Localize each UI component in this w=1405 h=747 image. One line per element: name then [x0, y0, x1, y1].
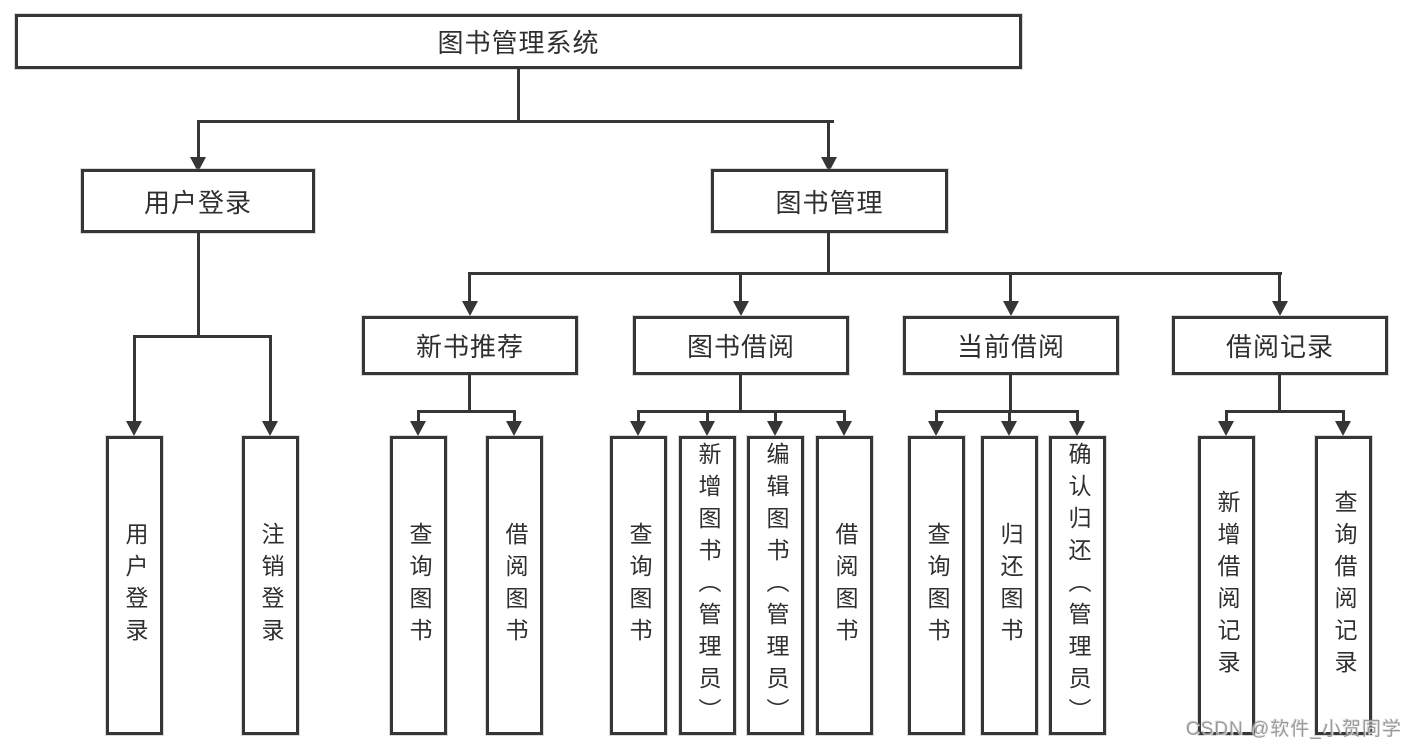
node-current-borrowing: 当前借阅 [903, 316, 1119, 375]
arrowhead-down-icon [836, 421, 852, 436]
leaf-query-books-recommend: 查询图书 [390, 436, 447, 735]
node-label: 图书管理 [775, 187, 884, 218]
connector-drop [827, 120, 830, 158]
watermark: CSDN @软件_小贺同学 [1186, 719, 1402, 740]
arrowhead-down-icon [1272, 301, 1288, 316]
connector-book-mgmt-stem [827, 233, 830, 272]
connector-drop [468, 272, 471, 301]
node-library-management-system: 图书管理系统 [15, 14, 1022, 69]
connector-drop [513, 410, 516, 421]
connector-drop [417, 410, 420, 421]
arrowhead-down-icon [1001, 421, 1017, 436]
node-label: 新书推荐 [415, 332, 524, 362]
leaf-borrow-books-borrowing: 借阅图书 [816, 436, 873, 735]
leaf-add-borrow-record: 新增借阅记录 [1198, 436, 1255, 735]
connector-drop [739, 272, 742, 301]
node-borrowing-records: 借阅记录 [1172, 316, 1388, 375]
node-label: 注销登录 [258, 521, 284, 650]
arrowhead-down-icon [699, 421, 715, 436]
leaf-query-books-current: 查询图书 [908, 436, 965, 735]
arrowhead-down-icon [733, 301, 749, 316]
node-label: 新增借阅记录 [1214, 489, 1240, 682]
arrowhead-down-icon [126, 421, 142, 436]
node-label: 图书借阅 [686, 332, 795, 362]
connector-user-login-stem [197, 233, 200, 335]
connector-records-stem [1278, 375, 1281, 410]
connector-drop [1342, 410, 1345, 421]
node-label: 借阅图书 [502, 521, 528, 650]
connector-user-login-split [133, 335, 272, 338]
arrowhead-down-icon [262, 421, 278, 436]
node-label: 查询借阅记录 [1331, 489, 1357, 682]
connector-borrowing-split [637, 410, 846, 413]
connector-drop [1278, 272, 1281, 301]
node-label: 查询图书 [406, 521, 432, 650]
arrowhead-down-icon [190, 157, 206, 172]
arrowhead-down-icon [1003, 301, 1019, 316]
connector-drop [843, 410, 846, 421]
node-label: 借阅图书 [832, 521, 858, 650]
leaf-borrow-books-recommend: 借阅图书 [486, 436, 543, 735]
node-label: 确认归还（管理员） [1065, 441, 1091, 730]
node-label: 用户登录 [122, 521, 148, 650]
leaf-add-books-admin: 新增图书（管理员） [679, 436, 736, 735]
arrowhead-down-icon [1069, 421, 1085, 436]
connector-drop [197, 120, 200, 158]
leaf-query-books-borrowing: 查询图书 [610, 436, 667, 735]
node-label: 借阅记录 [1225, 332, 1334, 362]
leaf-query-borrow-record: 查询借阅记录 [1315, 436, 1372, 735]
connector-drop [133, 335, 136, 421]
arrowhead-down-icon [462, 301, 478, 316]
connector-current-stem [1009, 375, 1012, 410]
node-new-book-recommend: 新书推荐 [362, 316, 578, 375]
connector-drop [637, 410, 640, 421]
leaf-confirm-return-admin: 确认归还（管理员） [1049, 436, 1106, 735]
connector-drop [935, 410, 938, 421]
node-label: 新增图书（管理员） [695, 441, 721, 730]
node-user-login: 用户登录 [81, 169, 315, 233]
leaf-edit-books-admin: 编辑图书（管理员） [747, 436, 804, 735]
arrowhead-down-icon [928, 421, 944, 436]
arrowhead-down-icon [506, 421, 522, 436]
connector-recommend-stem [468, 375, 471, 410]
connector-current-split [935, 410, 1079, 413]
node-label: 图书管理系统 [437, 28, 600, 58]
connector-book-mgmt-split [469, 272, 1282, 275]
connector-drop [269, 335, 272, 421]
node-book-borrowing: 图书借阅 [633, 316, 849, 375]
connector-root-stem [517, 69, 520, 120]
arrowhead-down-icon [1335, 421, 1351, 436]
leaf-logout: 注销登录 [242, 436, 299, 735]
node-book-management: 图书管理 [711, 169, 948, 233]
node-label: 归还图书 [997, 521, 1023, 650]
node-label: 查询图书 [626, 521, 652, 650]
connector-drop [706, 410, 709, 421]
connector-drop [1008, 410, 1011, 421]
connector-drop [774, 410, 777, 421]
connector-root-split [197, 120, 834, 123]
node-label: 当前借阅 [956, 332, 1065, 362]
arrowhead-down-icon [767, 421, 783, 436]
arrowhead-down-icon [1218, 421, 1234, 436]
node-label: 查询图书 [924, 521, 950, 650]
node-label: 编辑图书（管理员） [763, 441, 789, 730]
leaf-return-books: 归还图书 [981, 436, 1038, 735]
connector-drop [1076, 410, 1079, 421]
connector-recommend-split [417, 410, 516, 413]
connector-records-split [1225, 410, 1345, 413]
arrowhead-down-icon [630, 421, 646, 436]
node-label: 用户登录 [143, 187, 252, 218]
arrowhead-down-icon [821, 157, 837, 172]
connector-drop [1225, 410, 1228, 421]
connector-borrowing-stem [739, 375, 742, 410]
leaf-user-login: 用户登录 [106, 436, 163, 735]
connector-drop [1009, 272, 1012, 301]
arrowhead-down-icon [410, 421, 426, 436]
